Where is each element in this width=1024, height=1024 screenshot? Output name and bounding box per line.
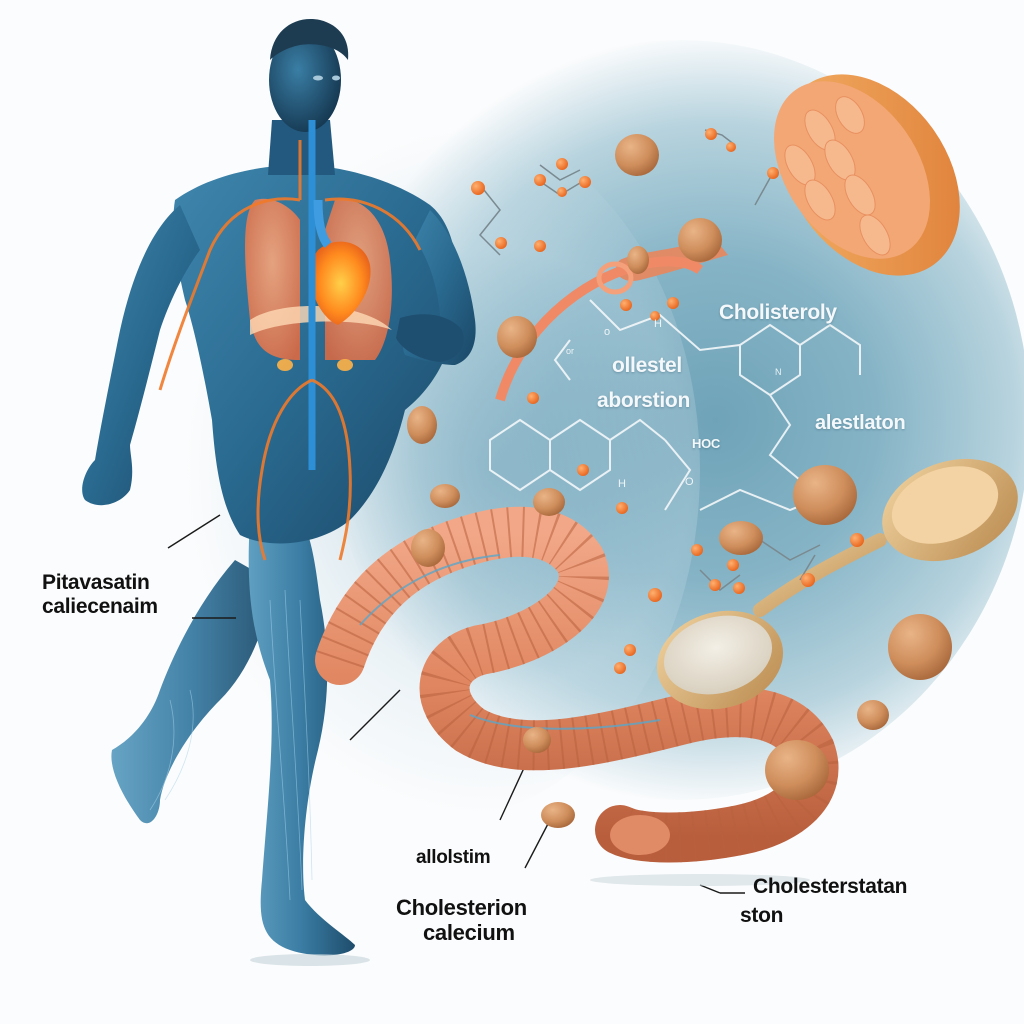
label-alestlaton: alestlaton [815, 412, 906, 434]
label-hoc: HOC [692, 436, 720, 451]
eye-left [332, 75, 340, 81]
leader-lines [167, 514, 745, 894]
runner-figure [82, 19, 476, 956]
glyph-h2: H [618, 478, 626, 490]
label-caliecenaim: caliecenaim [42, 595, 158, 618]
label-ston: ston [740, 904, 784, 927]
glyph-O: O [685, 476, 694, 488]
cholesterol-particles [407, 134, 952, 828]
glyph-n: N [775, 367, 782, 377]
label-allolstim: allolstim [416, 847, 491, 868]
eye-right [313, 75, 323, 81]
label-calecium: calecium [423, 920, 515, 945]
label-aborstion: aborstion [597, 389, 690, 412]
spoon [656, 458, 1018, 710]
intestine [315, 506, 839, 863]
molecule-atoms [471, 128, 864, 674]
glyph-o: o [604, 326, 611, 338]
label-cholisteroly: Cholisteroly [719, 301, 837, 324]
villus-disc [495, 74, 960, 402]
glyph-h: H [654, 318, 662, 330]
label-ollestel: ollestel [612, 354, 682, 377]
label-pitavasatin: Pitavasatin [42, 571, 150, 594]
heart [311, 241, 371, 325]
label-cholesterion: Cholesterion [396, 895, 527, 920]
label-cholesterstatan: Cholesterstatan [753, 875, 908, 898]
glyph-or: or [566, 346, 575, 356]
